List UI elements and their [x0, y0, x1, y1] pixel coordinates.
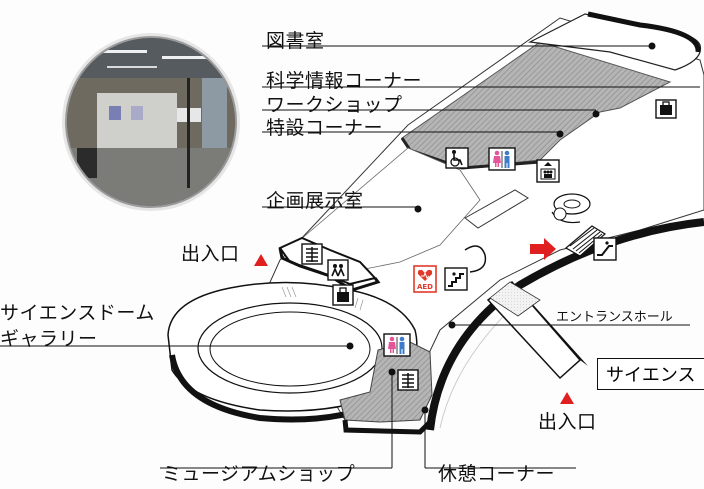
spiral-stairs: [551, 193, 591, 224]
locker-icon-dome: [332, 284, 354, 306]
label-science-box: サイエンス: [597, 358, 704, 390]
library-wall: [587, 11, 701, 53]
label-special-corner: 特設コーナー: [266, 117, 384, 139]
museum-shop-zone: [339, 341, 433, 423]
label-gallery: ギャラリー: [0, 328, 98, 350]
entrance-hall-panel: [486, 280, 588, 380]
stairs-icon: [444, 267, 468, 291]
label-science-dome: サイエンスドーム: [0, 302, 155, 324]
restroom-icon: [488, 147, 516, 171]
elevator-icon: [536, 159, 560, 183]
leader-lines: [0, 42, 700, 469]
entrance-marker-top: [254, 254, 268, 266]
label-entrance-bottom: 出入口: [538, 411, 597, 433]
restroom-icon-lower: [383, 333, 411, 357]
label-entrance-hall: エントランスホール: [556, 310, 673, 325]
locker-icon: [655, 99, 677, 119]
wheelchair-icon: [445, 147, 469, 169]
people-icon: [327, 259, 349, 281]
aed-label: AED: [417, 283, 433, 291]
label-exhibition-room: 企画展示室: [266, 190, 364, 212]
science-dome-gallery: [167, 281, 418, 423]
arrow-to-escalator: [530, 238, 556, 260]
aed-icon: AED: [413, 265, 437, 293]
label-workshop: ワークショップ: [266, 94, 403, 116]
exhibition-panel: [464, 189, 529, 229]
label-rest-corner: 休憩コーナー: [438, 463, 556, 485]
label-entrance-top: 出入口: [181, 243, 240, 265]
label-library: 図書室: [266, 30, 325, 52]
escalator: [564, 225, 607, 257]
info-board-icon-lower: [397, 369, 419, 391]
info-board-icon: [301, 243, 323, 265]
gallery-photo: [65, 36, 237, 208]
entrance-hall-wall: [426, 218, 704, 431]
entrance-marker-bottom: [560, 392, 574, 404]
label-museum-shop: ミュージアムショップ: [162, 463, 356, 485]
escalator-sign-icon: [593, 237, 617, 261]
label-science-info-corner: 科学情報コーナー: [266, 70, 423, 92]
shop-wall: [342, 418, 434, 435]
curved-ramp: [464, 245, 487, 273]
